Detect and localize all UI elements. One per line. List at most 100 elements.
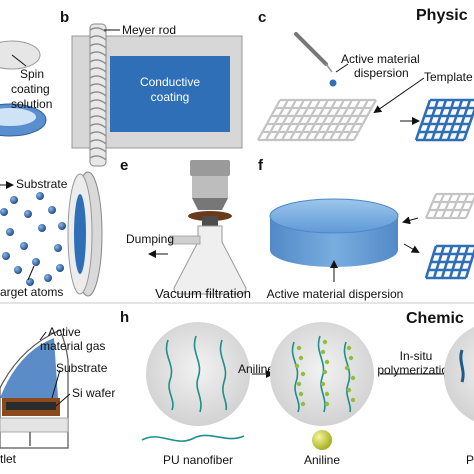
target-atom [44, 274, 52, 282]
coating-label-line1: Conductive [140, 75, 200, 89]
gas-pointer [39, 331, 47, 341]
target-atom [58, 222, 66, 230]
panel-g: Active material gas Substrate Si wafer t… [0, 325, 115, 466]
filtration-caption: Vacuum filtration [155, 286, 251, 301]
aniline-bead [320, 381, 326, 387]
mesh-strand [464, 195, 474, 219]
spin-label-line2: coating [11, 82, 50, 96]
aniline-bead [294, 363, 300, 369]
panel-f: f Active material dispersion [258, 157, 474, 301]
dispersion-label-line2: dispersion [354, 66, 409, 80]
mesh-strand [353, 99, 377, 141]
panel-letter-c: c [258, 9, 266, 26]
coated-fiber-circle [270, 322, 374, 426]
mesh-strand [305, 99, 329, 141]
target-atom [56, 264, 64, 272]
target-atom [36, 192, 44, 200]
panel-h: h Chemic Aniline In-situ polymerization … [120, 309, 474, 467]
atoms-label: arget atoms [0, 285, 63, 299]
panel-letter-h: h [120, 309, 129, 326]
substrate-label-d: Substrate [16, 177, 68, 191]
mesh-strand [438, 99, 456, 141]
target-atom [54, 244, 62, 252]
aniline-bead [324, 359, 330, 365]
aniline-beads [294, 339, 356, 407]
header-chemical: Chemic [406, 310, 464, 327]
dish-top [269, 198, 399, 234]
aniline-bead [298, 355, 304, 361]
target-atom [32, 258, 40, 266]
meyer-rod-winding [89, 27, 107, 161]
target-atom [24, 210, 32, 218]
aniline-bead [346, 387, 352, 393]
target-atoms [0, 192, 66, 286]
dumping-label: Dumping [126, 232, 174, 246]
polymerized-fiber [459, 349, 465, 383]
mesh-strand [313, 99, 337, 141]
substrate-coating [74, 194, 86, 274]
template-label: Template [424, 70, 473, 84]
target-atom [10, 196, 18, 204]
spin-coater-disc [0, 108, 36, 126]
aniline-bead [322, 369, 328, 375]
pu-nanofiber-circle [146, 322, 250, 426]
mesh-strand [265, 99, 289, 141]
aniline-bead [350, 397, 356, 403]
aniline-bead [296, 345, 302, 351]
wafer-pointer [55, 393, 71, 407]
target-atom [0, 208, 8, 216]
meyer-rod-label: Meyer rod [122, 23, 176, 37]
aniline-bead [350, 375, 356, 381]
mesh-blue-f [424, 244, 474, 280]
coated-fibers [291, 335, 352, 413]
aniline-label: Aniline [304, 453, 340, 467]
spin-coater-plate [0, 40, 41, 70]
filtration-funnel [188, 160, 232, 226]
pu-sample-fiber [141, 434, 245, 442]
aniline-bead [298, 391, 304, 397]
coated-mesh [414, 98, 474, 142]
mesh-strand [440, 193, 454, 219]
cvd-gas-dome [0, 338, 58, 398]
filtration-flask [169, 225, 247, 295]
mesh-strand [414, 99, 432, 141]
target-atom [2, 252, 10, 260]
target-atom [38, 224, 46, 232]
template-mesh [257, 98, 377, 142]
si-wafer [6, 402, 56, 410]
mesh-strand [454, 99, 472, 141]
wafer-label: Si wafer [72, 386, 115, 400]
dispersion-label-line1: Active material [341, 52, 420, 66]
spin-label-line1: Spin [20, 67, 44, 81]
mesh-strand [281, 99, 305, 141]
pipette [294, 32, 337, 87]
target-atom [20, 242, 28, 250]
mesh-strand [273, 99, 297, 141]
cvd-base [0, 417, 69, 433]
mesh-strand [329, 99, 353, 141]
mesh-strand [462, 107, 474, 141]
panel-a: Spin coating solution [0, 40, 52, 137]
panel-letter-b: b [60, 9, 69, 26]
meyer-rod-body [89, 23, 107, 167]
panel-letter-f: f [258, 157, 264, 174]
mesh-strand [337, 99, 361, 141]
pu-label: PU nanofiber [163, 453, 233, 467]
dispersion-pointer [335, 63, 349, 73]
aniline-bead [322, 339, 328, 345]
conductive-coating [110, 56, 230, 132]
mesh-strand [297, 99, 321, 141]
mesh-strand [321, 99, 345, 141]
panel-d: Substrate arget atoms [0, 171, 103, 299]
coating-label-line2: coating [151, 90, 190, 104]
substrate-label-g: Substrate [56, 361, 108, 375]
panel-b: b Conductive coating Meyer rod [60, 9, 243, 167]
mesh-strand [422, 99, 440, 141]
mesh-strand [448, 193, 462, 219]
mesh-white-f [424, 192, 474, 220]
panel-c: c Physic Active material dispersion Temp… [257, 7, 474, 142]
aniline-bead [324, 401, 330, 407]
insitu-label-line1: In-situ [400, 349, 433, 363]
gas-label-line2: material gas [40, 339, 105, 353]
